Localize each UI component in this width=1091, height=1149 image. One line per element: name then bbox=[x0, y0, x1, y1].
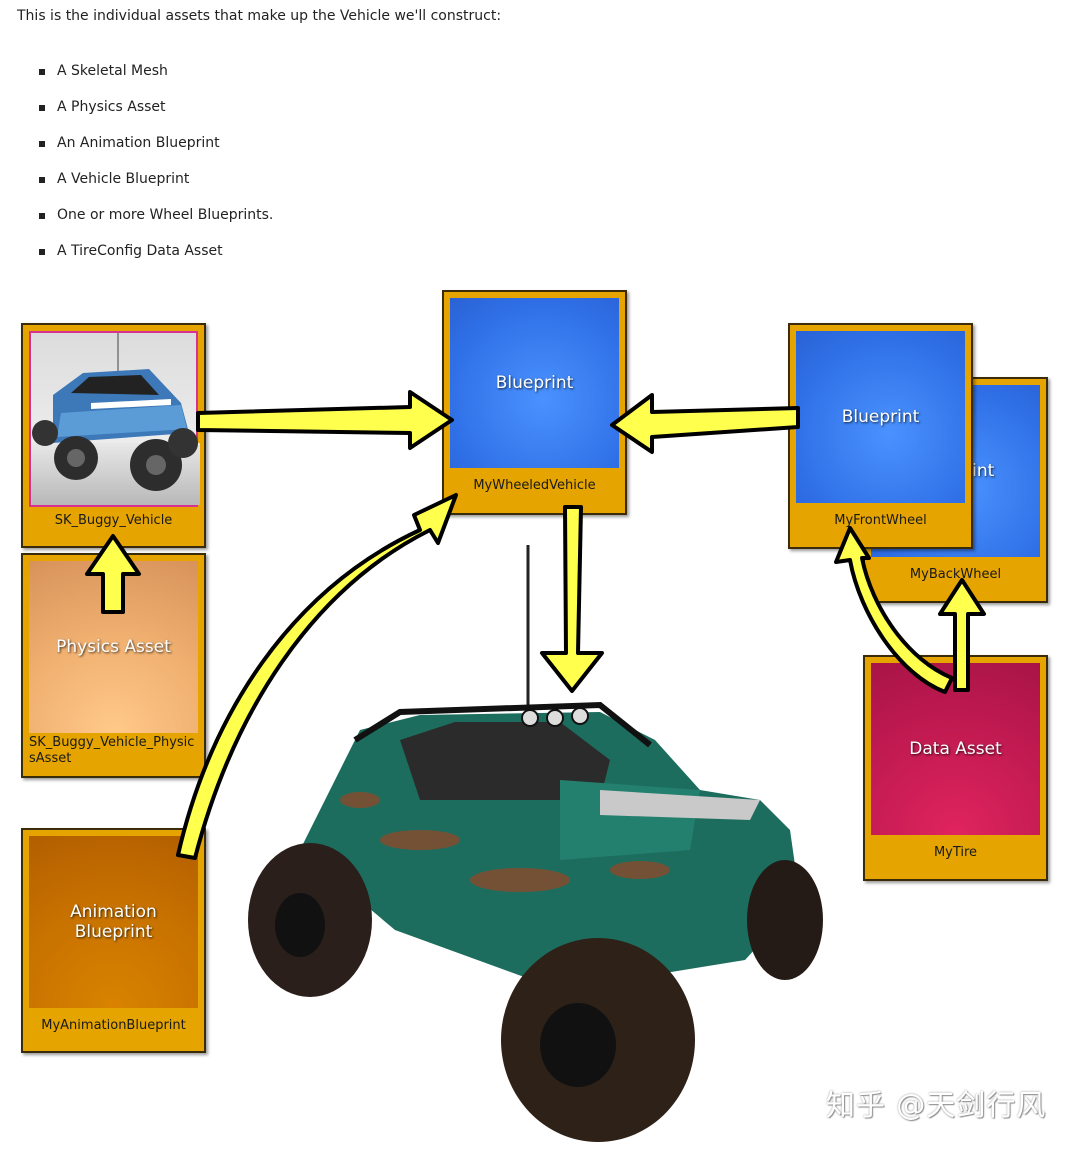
animation-blueprint-thumbnail: Animation Blueprint bbox=[29, 836, 198, 1008]
buggy-thumbnail-image bbox=[29, 331, 200, 507]
front-wheel-card: Blueprint MyFrontWheel bbox=[788, 323, 973, 549]
front-wheel-thumbnail: Blueprint bbox=[796, 331, 965, 503]
animation-blueprint-caption: MyAnimationBlueprint bbox=[41, 1018, 186, 1033]
front-wheel-far bbox=[747, 860, 823, 980]
asset-list-item: A Physics Asset bbox=[38, 88, 273, 124]
asset-list-item: A TireConfig Data Asset bbox=[38, 232, 273, 268]
wheeled-vehicle-card: Blueprint MyWheeledVehicle bbox=[442, 290, 627, 515]
rear-wheel-left bbox=[248, 843, 372, 997]
arrows bbox=[85, 390, 986, 860]
asset-list-item: An Animation Blueprint bbox=[38, 124, 273, 160]
physics-asset-label: Physics Asset bbox=[56, 637, 171, 657]
asset-list-item: A Vehicle Blueprint bbox=[38, 160, 273, 196]
tire-data-asset-label: Data Asset bbox=[909, 739, 1002, 759]
front-wheel-label: Blueprint bbox=[841, 407, 920, 427]
arrow-mesh-to-vehicle bbox=[196, 390, 454, 450]
buggy-thumbnail-icon bbox=[31, 333, 200, 505]
arrow-vehicle-to-buggy bbox=[540, 505, 604, 693]
buggy-vehicle-illustration bbox=[248, 545, 823, 1142]
skeletal-mesh-card: SK_Buggy_Vehicle bbox=[21, 323, 206, 548]
asset-list-item: A Skeletal Mesh bbox=[38, 52, 273, 88]
arrow-physics-to-mesh bbox=[85, 534, 141, 614]
animation-blueprint-card: Animation Blueprint MyAnimationBlueprint bbox=[21, 828, 206, 1053]
arrow-tire-to-frontwheel bbox=[834, 526, 954, 694]
arrow-tire-to-backwheel bbox=[938, 578, 986, 692]
wheeled-vehicle-label: Blueprint bbox=[495, 373, 574, 393]
wheeled-vehicle-thumbnail: Blueprint bbox=[450, 298, 619, 468]
wheeled-vehicle-caption: MyWheeledVehicle bbox=[473, 478, 596, 493]
skeletal-mesh-caption: SK_Buggy_Vehicle bbox=[54, 513, 173, 528]
arrow-anim-to-vehicle bbox=[176, 493, 458, 860]
tire-data-asset-caption: MyTire bbox=[933, 845, 978, 860]
back-wheel-caption: MyBackWheel bbox=[909, 567, 1002, 582]
front-wheel-caption: MyFrontWheel bbox=[834, 513, 927, 528]
asset-list: A Skeletal Mesh A Physics Asset An Anima… bbox=[38, 52, 273, 268]
animation-blueprint-label: Animation Blueprint bbox=[70, 902, 157, 942]
arrow-frontwheel-to-vehicle bbox=[610, 393, 800, 454]
watermark: 知乎 @天剑行风 bbox=[826, 1088, 1047, 1122]
intro-text: This is the individual assets that make … bbox=[17, 8, 502, 24]
front-wheel-right bbox=[501, 938, 695, 1142]
asset-list-item: One or more Wheel Blueprints. bbox=[38, 196, 273, 232]
physics-asset-caption: SK_Buggy_Vehicle_PhysicsAsset bbox=[29, 735, 195, 766]
